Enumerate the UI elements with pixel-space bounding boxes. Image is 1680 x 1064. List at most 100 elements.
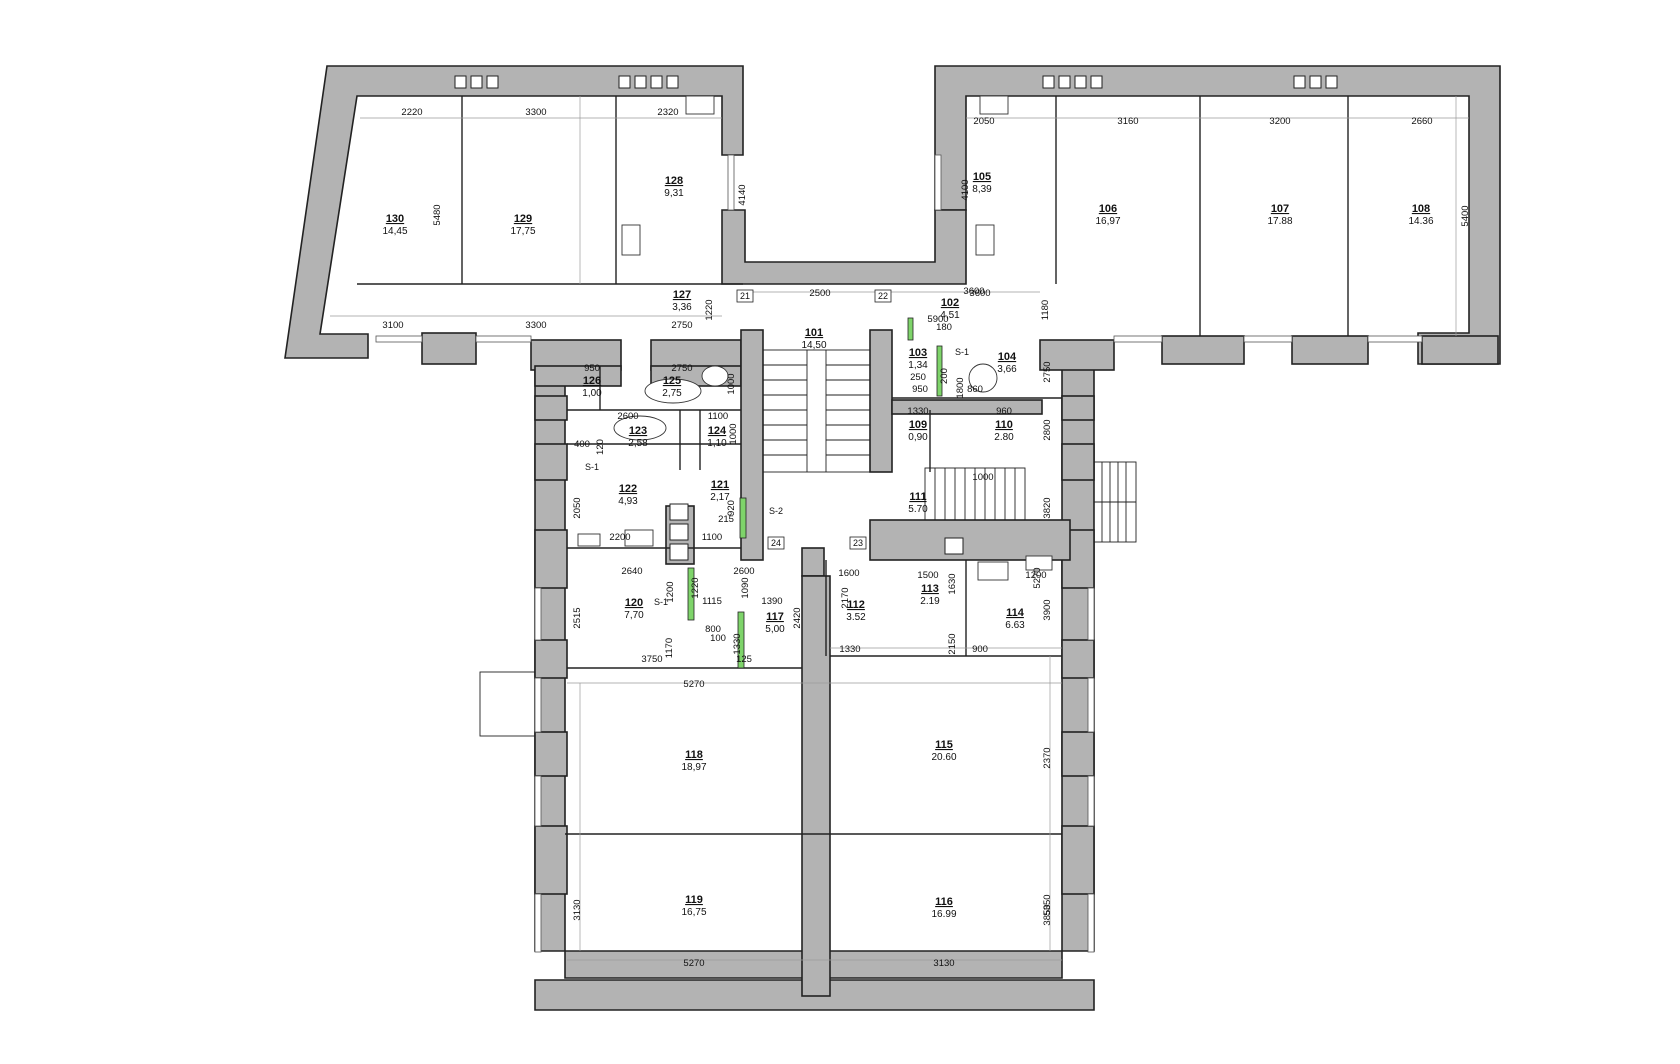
dimension-label: 3600: [969, 288, 990, 299]
windows: [375, 154, 1423, 953]
room-area-108: 14.36: [1408, 216, 1433, 227]
dimension-label: 120: [595, 439, 606, 455]
room-number-124: 124: [708, 425, 727, 437]
dimension-label: 5480: [432, 204, 443, 225]
room-number-110: 110: [995, 419, 1013, 431]
room-number-115: 115: [935, 739, 953, 751]
room-area-106: 16,97: [1095, 216, 1120, 227]
room-area-126: 1,00: [582, 388, 602, 399]
room-area-122: 4,93: [618, 496, 638, 507]
room-labels: 13014,4512917,751289,311273,361261,00125…: [382, 171, 1433, 920]
room-area-123: 2,58: [628, 438, 648, 449]
room-number-120: 120: [625, 597, 643, 609]
room-number-119: 119: [685, 894, 703, 906]
dimension-label: 2050: [973, 116, 994, 127]
room-number-118: 118: [685, 749, 703, 761]
room-area-124: 1,10: [707, 438, 727, 449]
dimension-label: 1180: [1040, 300, 1051, 320]
dimension-label: 2150: [947, 633, 958, 654]
room-area-104: 3,66: [997, 364, 1017, 375]
section-mark: S-1: [955, 347, 969, 357]
room-area-125: 2,75: [662, 388, 682, 399]
dimension-label: 2750: [1042, 361, 1053, 382]
room-number-106: 106: [1099, 203, 1117, 215]
dimension-label: 5350: [1042, 894, 1053, 915]
dimension-label: 3130: [933, 958, 954, 969]
sanitary-fixtures: [577, 95, 1053, 581]
room-number-123: 123: [629, 425, 647, 437]
dimension-label: 2515: [572, 607, 583, 628]
door-tag-label: 22: [878, 291, 888, 301]
room-area-110: 2.80: [994, 432, 1014, 443]
entrance-steps: [1093, 461, 1137, 543]
room-number-127: 127: [673, 289, 691, 301]
section-mark: S-1: [654, 597, 668, 607]
room-number-129: 129: [514, 213, 532, 225]
dimension-label: 2750: [671, 363, 692, 374]
door-tag-24: 24: [767, 536, 785, 550]
room-area-113: 2.19: [920, 596, 940, 607]
room-number-102: 102: [941, 297, 959, 309]
dimension-label: 1170: [664, 638, 675, 658]
room-number-128: 128: [665, 175, 683, 187]
dimension-label: 2800: [1042, 419, 1053, 440]
room-number-108: 108: [1412, 203, 1430, 215]
dimension-label: 3900: [1042, 599, 1053, 620]
room-number-112: 112: [847, 599, 865, 611]
wall-piers: [421, 332, 1499, 895]
dimension-label: 2420: [792, 607, 803, 628]
room-area-127: 3,36: [672, 302, 692, 313]
door-tag-23: 23: [849, 536, 867, 550]
dimension-label: 800: [705, 624, 721, 635]
dimension-label: 1330: [839, 644, 860, 655]
room-area-105: 8,39: [972, 184, 992, 195]
dimension-label: 3300: [525, 107, 546, 118]
insulated-partitions: [687, 317, 943, 669]
door-tag-21: 21: [736, 289, 754, 303]
dimension-label: 960: [996, 406, 1012, 417]
dimension-label: 1330: [907, 406, 928, 417]
room-area-111: 5.70: [908, 504, 928, 515]
vent-blocks: [454, 75, 1338, 561]
room-number-105: 105: [973, 171, 991, 183]
dimension-label: 125: [736, 654, 752, 665]
room-area-128: 9,31: [664, 188, 684, 199]
dimension-label: 1220: [704, 299, 715, 320]
dimension-label: 1100: [708, 411, 728, 422]
dimension-label: 3160: [1117, 116, 1138, 127]
section-marks: S-1S-1S-1S-2: [585, 347, 969, 607]
dimension-label: 1115: [702, 596, 722, 607]
section-mark: S-1: [585, 462, 599, 472]
dimension-label: 2600: [617, 411, 638, 422]
room-area-116: 16.99: [931, 909, 956, 920]
dimension-label: 1000: [728, 423, 739, 444]
dimension-label: 2200: [609, 532, 630, 543]
door-tag-label: 23: [853, 538, 863, 548]
door-tag-22: 22: [874, 289, 892, 303]
door-tag-label: 21: [740, 291, 750, 301]
room-number-103: 103: [909, 347, 927, 359]
dimension-label: 215: [718, 514, 734, 525]
room-area-101: 14,50: [801, 340, 826, 351]
dimension-label: 4100: [960, 179, 971, 200]
room-number-114: 114: [1006, 607, 1025, 619]
dimension-label: 2220: [401, 107, 422, 118]
dimension-label: 1220: [690, 577, 701, 598]
dimension-label: 2370: [1042, 747, 1053, 768]
dimension-label: 3820: [1042, 497, 1053, 518]
room-area-102: 4,51: [940, 310, 960, 321]
dimension-label: 1630: [947, 573, 958, 594]
dimension-label: 1200: [665, 581, 676, 602]
dimension-label: 1090: [740, 577, 751, 598]
dimension-label: 950: [584, 363, 600, 374]
dimension-label: 250: [910, 372, 926, 383]
room-number-109: 109: [909, 419, 927, 431]
dimension-label: 2500: [809, 288, 830, 299]
door-tag-label: 24: [771, 538, 781, 548]
dimension-label: 100: [710, 633, 726, 644]
room-area-117: 5,00: [765, 624, 785, 635]
dimension-label: 5900: [927, 314, 948, 325]
room-area-115: 20.60: [931, 752, 956, 763]
